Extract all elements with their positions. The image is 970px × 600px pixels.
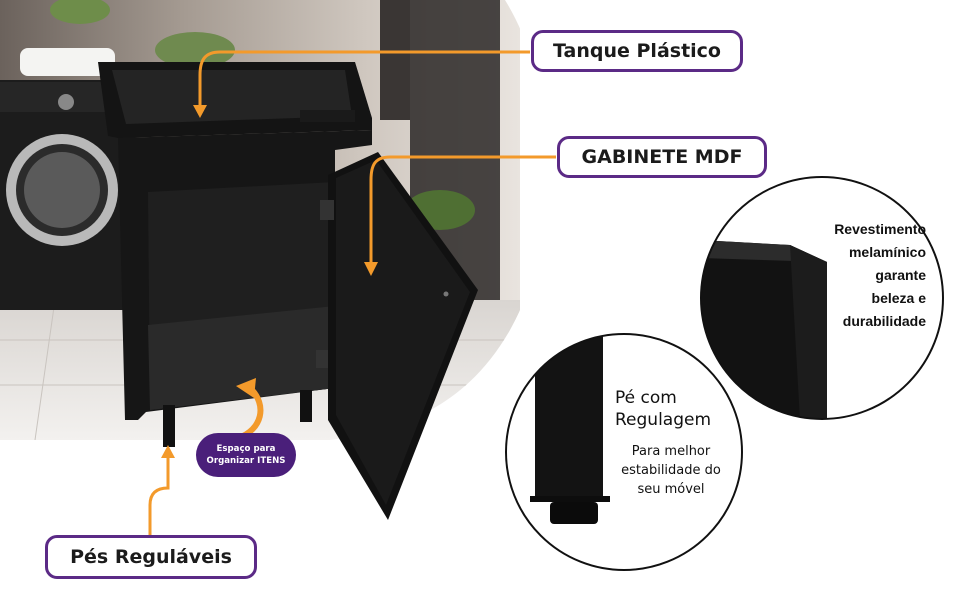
finish-description: Revestimento melamínico garante beleza e…	[834, 221, 926, 329]
foot-subtitle: Para melhor estabilidade do seu móvel	[621, 444, 721, 497]
badge-line-1: Espaço para	[216, 444, 276, 454]
label-cabinet: GABINETE MDF	[557, 136, 767, 178]
cabinet-arrow	[369, 155, 556, 265]
feet-arrow	[148, 455, 170, 535]
storage-space-badge: Espaço para Organizar ITENS	[196, 433, 296, 477]
foot-title: Pé com Regulagem	[615, 388, 712, 430]
label-feet: Pés Reguláveis	[45, 535, 257, 579]
badge-line-2: Organizar ITENS	[206, 456, 286, 466]
label-tank: Tanque Plástico	[531, 30, 743, 72]
tank-arrow	[198, 50, 530, 110]
